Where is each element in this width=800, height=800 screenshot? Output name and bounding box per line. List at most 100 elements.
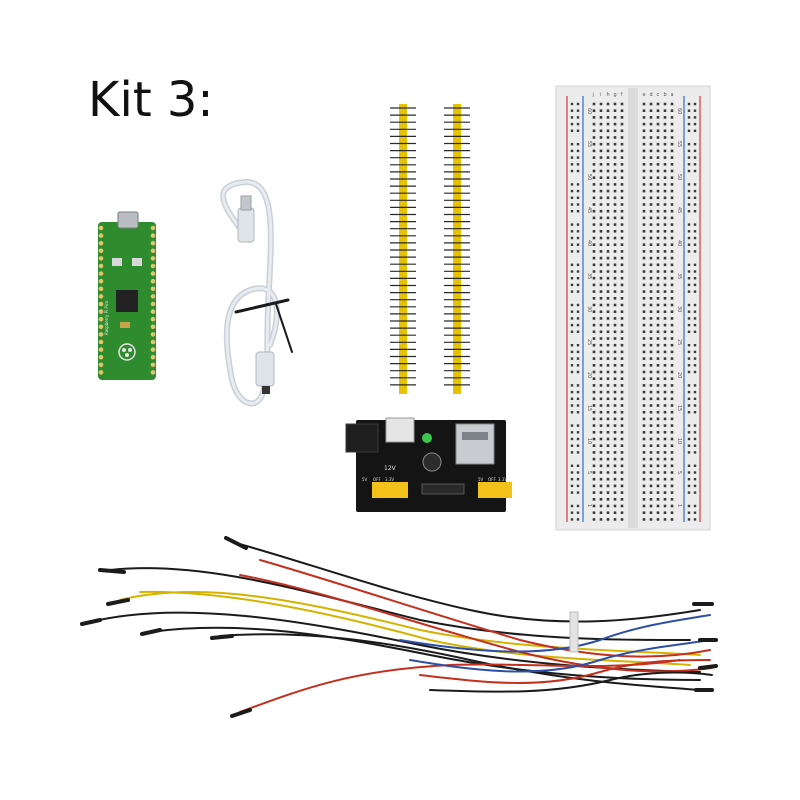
breadboard-hole xyxy=(642,337,646,340)
breadboard-hole xyxy=(642,377,646,380)
breadboard-hole xyxy=(599,109,603,112)
pico-board: Raspberry Pi Pico xyxy=(98,211,156,380)
breadboard-hole xyxy=(613,337,617,340)
breadboard-hole xyxy=(592,109,596,112)
breadboard-hole xyxy=(620,498,624,501)
breadboard-hole xyxy=(620,390,624,394)
breadboard-hole xyxy=(606,451,610,454)
rail-hole xyxy=(576,504,580,508)
breadboard-hole xyxy=(592,189,596,193)
breadboard-hole xyxy=(663,263,667,267)
rail-hole xyxy=(687,203,691,206)
breadboard-hole xyxy=(613,317,617,320)
breadboard-hole xyxy=(663,484,667,488)
breadboard-hole xyxy=(656,431,660,434)
breadboard-hole xyxy=(656,243,660,246)
breadboard-hole xyxy=(620,464,624,468)
breadboard-hole xyxy=(592,343,596,347)
breadboard-hole xyxy=(670,364,674,367)
breadboard-hole xyxy=(656,189,660,193)
breadboard-hole xyxy=(599,357,603,360)
breadboard-hole xyxy=(670,471,674,474)
breadboard-hole xyxy=(606,156,610,159)
pico-pad xyxy=(150,263,156,269)
breadboard-hole xyxy=(649,297,653,300)
breadboard-hole xyxy=(656,364,660,367)
breadboard-hole xyxy=(620,283,624,287)
breadboard-hole xyxy=(599,437,603,441)
rail-hole xyxy=(576,411,580,414)
breadboard-hole xyxy=(592,410,596,414)
breadboard-row-number: 55 xyxy=(586,141,592,147)
breadboard-hole xyxy=(620,250,624,253)
breadboard-hole xyxy=(663,370,667,374)
rail-hole xyxy=(693,390,697,394)
breadboard-hole xyxy=(642,317,646,320)
breadboard-hole xyxy=(642,263,646,267)
breadboard-hole xyxy=(663,377,667,380)
breadboard-hole xyxy=(642,484,646,488)
breadboard-hole xyxy=(656,370,660,374)
rail-hole xyxy=(687,444,691,447)
rail-hole xyxy=(687,511,691,514)
breadboard-hole xyxy=(649,189,653,193)
rail-hole xyxy=(576,129,580,132)
breadboard-row-number: 60 xyxy=(676,108,682,114)
breadboard-hole xyxy=(620,216,624,220)
rail-hole xyxy=(693,478,697,481)
breadboard-hole xyxy=(620,330,624,334)
breadboard-row-number: 50 xyxy=(676,174,682,180)
breadboard-hole xyxy=(613,491,617,494)
breadboard-hole xyxy=(606,243,610,246)
breadboard-hole xyxy=(613,431,617,434)
breadboard-hole xyxy=(606,223,610,226)
breadboard-hole xyxy=(592,518,596,521)
rail-hole xyxy=(576,471,580,474)
breadboard-hole xyxy=(606,169,610,173)
breadboard-hole xyxy=(606,230,610,233)
rail-hole xyxy=(570,364,574,367)
breadboard-hole xyxy=(613,102,617,106)
rail-hole xyxy=(576,397,580,400)
breadboard-hole xyxy=(649,397,653,401)
breadboard-hole xyxy=(620,256,624,260)
rail-hole xyxy=(693,122,697,126)
rail-hole xyxy=(693,236,697,240)
rail-hole xyxy=(693,183,697,186)
breadboard-hole xyxy=(613,209,617,213)
breadboard-hole xyxy=(663,163,667,166)
rail-hole xyxy=(687,411,691,414)
pico-pad xyxy=(150,332,156,337)
breadboard-hole xyxy=(613,390,617,394)
breadboard-hole xyxy=(649,223,653,226)
pico-pad xyxy=(150,362,156,368)
breadboard-hole xyxy=(663,223,667,226)
breadboard-hole xyxy=(620,491,624,494)
breadboard-hole xyxy=(599,116,603,119)
pico-pad xyxy=(150,240,156,246)
breadboard-hole xyxy=(670,343,674,347)
breadboard-row-number: 20 xyxy=(676,372,682,378)
breadboard-hole xyxy=(656,283,660,287)
breadboard-hole xyxy=(599,323,603,327)
rail-hole xyxy=(693,317,697,320)
jumper-header-left xyxy=(372,482,408,498)
breadboard-hole xyxy=(642,384,646,387)
pico-pad xyxy=(98,225,104,231)
breadboard-hole xyxy=(613,397,617,401)
breadboard-hole xyxy=(649,350,653,354)
breadboard-hole xyxy=(649,464,653,468)
breadboard-hole xyxy=(649,357,653,360)
breadboard-hole xyxy=(606,270,610,273)
breadboard-hole xyxy=(599,504,603,508)
breadboard-hole xyxy=(670,518,674,521)
breadboard-hole xyxy=(656,256,660,260)
rail-hole xyxy=(693,243,697,246)
rail-hole xyxy=(687,243,691,246)
breadboard-hole xyxy=(613,350,617,354)
breadboard-hole xyxy=(670,236,674,240)
breadboard-hole xyxy=(620,263,624,267)
breadboard-hole xyxy=(620,518,624,521)
breadboard-hole xyxy=(663,357,667,360)
rail-hole xyxy=(693,303,697,307)
